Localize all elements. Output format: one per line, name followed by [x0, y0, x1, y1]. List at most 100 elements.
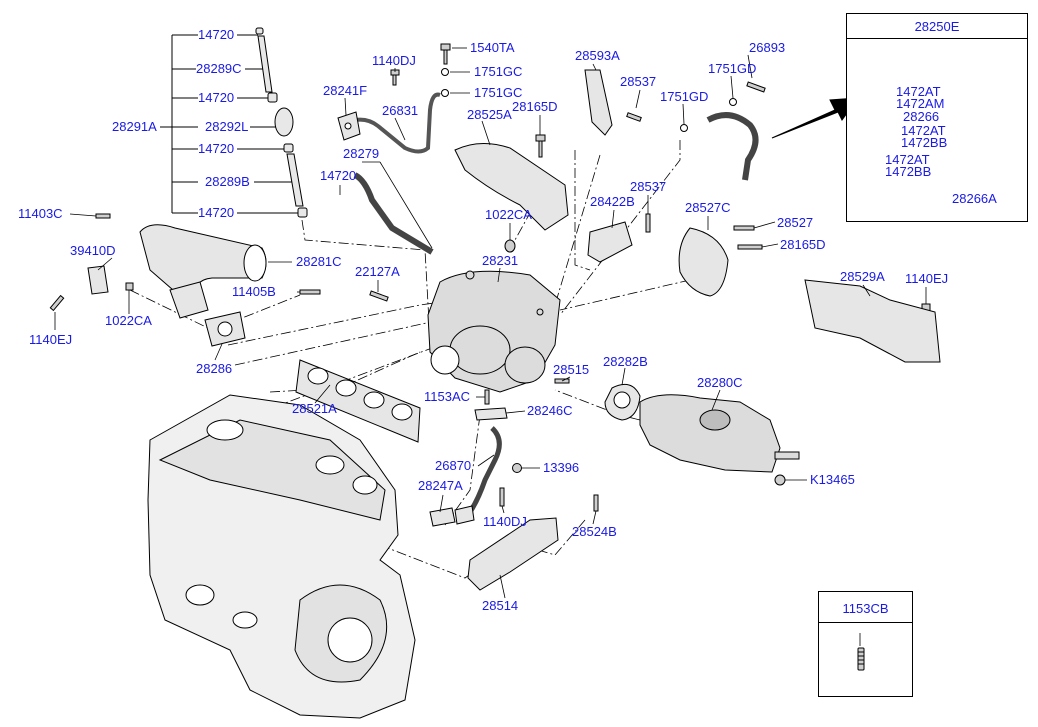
gasket-1022CA-a	[504, 239, 516, 253]
heat-protector-28529A	[804, 279, 941, 363]
part-label-28280C[interactable]: 28280C	[697, 375, 743, 390]
part-label-28527C[interactable]: 28527C	[685, 200, 731, 215]
heat-protector-28525A	[454, 143, 569, 231]
gasket-1022CA-b	[125, 282, 134, 291]
inset-title-1153CB[interactable]: 1153CB	[842, 601, 889, 616]
part-label-1751GC[interactable]: 1751GC	[474, 85, 523, 100]
part-label-1140DJ[interactable]: 1140DJ	[372, 53, 416, 68]
part-label-14720[interactable]: 14720	[198, 27, 235, 42]
inset-box-1153CB: 1153CB	[818, 591, 913, 697]
catalytic-converter-28280C	[639, 394, 781, 473]
part-label-1472AT[interactable]: 1472AT	[896, 84, 941, 99]
gasket-28246C	[474, 407, 508, 421]
part-label-1022CA[interactable]: 1022CA	[485, 207, 532, 222]
gasket-28527C	[678, 227, 729, 297]
gasket-1751GD-b	[680, 124, 688, 132]
part-label-28231[interactable]: 28231	[482, 253, 519, 268]
part-label-28241F[interactable]: 28241F	[323, 83, 368, 98]
stud-22127A	[369, 290, 389, 302]
part-label-28165D[interactable]: 28165D	[780, 237, 826, 252]
oil-feed-pipe-26831	[354, 92, 441, 154]
clamp-14720-c	[283, 143, 294, 153]
gasket-28247A-a	[429, 507, 456, 527]
part-label-1751GD[interactable]: 1751GD	[708, 61, 757, 76]
part-label-K13465[interactable]: K13465	[810, 472, 855, 487]
clamp-14720-d	[297, 207, 308, 218]
part-label-11405B[interactable]: 11405B	[232, 284, 276, 299]
bracket-39410D	[87, 265, 109, 295]
part-label-1472BB[interactable]: 1472BB	[885, 164, 932, 179]
flange-28281C	[169, 281, 209, 319]
part-label-1472AT[interactable]: 1472AT	[901, 123, 946, 138]
part-label-28281C[interactable]: 28281C	[296, 254, 342, 269]
sensor-boss	[774, 451, 800, 460]
clamp-14720-a	[255, 27, 264, 35]
bolt-11403C	[95, 213, 111, 219]
part-label-39410D[interactable]: 39410D	[70, 243, 116, 258]
part-label-1751GC[interactable]: 1751GC	[474, 64, 523, 79]
bolt-28527	[733, 225, 755, 231]
cylinder-head-cover	[158, 419, 386, 521]
bracket-28593A	[584, 69, 613, 136]
part-label-28521A[interactable]: 28521A	[292, 401, 337, 416]
part-label-28279[interactable]: 28279	[343, 146, 380, 161]
part-label-28291A[interactable]: 28291A	[112, 119, 157, 134]
part-label-28246C[interactable]: 28246C	[527, 403, 573, 418]
part-label-1472AT[interactable]: 1472AT	[885, 152, 930, 167]
clamp-14720-b	[267, 92, 278, 103]
part-label-28524B[interactable]: 28524B	[572, 524, 617, 539]
part-label-1140DJ[interactable]: 1140DJ	[483, 514, 527, 529]
part-label-28266A[interactable]: 28266A	[952, 191, 997, 206]
part-label-28515[interactable]: 28515	[553, 362, 590, 377]
part-label-14720[interactable]: 14720	[198, 141, 235, 156]
bracket-28514	[467, 517, 559, 591]
part-label-28247A[interactable]: 28247A	[418, 478, 463, 493]
part-label-28292L[interactable]: 28292L	[205, 119, 249, 134]
inset-box-28250E: 28250E	[846, 13, 1028, 222]
part-label-1140EJ[interactable]: 1140EJ	[29, 332, 73, 347]
part-label-1472AM[interactable]: 1472AM	[896, 96, 945, 111]
bolt-28524B	[593, 494, 599, 512]
inset-title-28250E[interactable]: 28250E	[914, 19, 960, 34]
part-label-28289C[interactable]: 28289C	[196, 61, 242, 76]
gasket-28247A-b	[454, 505, 475, 525]
part-label-1140EJ[interactable]: 1140EJ	[905, 271, 949, 286]
bolt-28165D-b	[737, 244, 763, 250]
part-label-26831[interactable]: 26831	[382, 103, 419, 118]
part-label-1022CA[interactable]: 1022CA	[105, 313, 152, 328]
inset-divider	[819, 622, 912, 623]
part-label-28289B[interactable]: 28289B	[205, 174, 250, 189]
part-label-1751GD[interactable]: 1751GD	[660, 89, 709, 104]
part-label-14720[interactable]: 14720	[198, 90, 235, 105]
part-label-28165D[interactable]: 28165D	[512, 99, 558, 114]
part-label-28527[interactable]: 28527	[777, 215, 814, 230]
part-label-14720[interactable]: 14720	[320, 168, 357, 183]
part-label-1540TA[interactable]: 1540TA	[470, 40, 515, 55]
bolt-11405B	[299, 289, 321, 295]
part-label-11403C[interactable]: 11403C	[18, 206, 63, 221]
part-label-28529A[interactable]: 28529A	[840, 269, 885, 284]
part-label-1153AC[interactable]: 1153AC	[424, 389, 471, 404]
part-label-28266[interactable]: 28266	[903, 109, 940, 124]
part-label-1472BB[interactable]: 1472BB	[901, 135, 948, 150]
bolt-28165D-a	[535, 134, 546, 142]
part-label-26870[interactable]: 26870	[435, 458, 472, 473]
part-label-28525A[interactable]: 28525A	[467, 107, 512, 122]
part-label-28286[interactable]: 28286	[196, 361, 233, 376]
bolt-1140EJ-left	[49, 294, 65, 312]
hose-28279	[353, 172, 434, 255]
part-label-28537[interactable]: 28537	[620, 74, 657, 89]
part-label-14720[interactable]: 14720	[198, 205, 235, 220]
part-label-28514[interactable]: 28514	[482, 598, 519, 613]
part-label-22127A[interactable]: 22127A	[355, 264, 400, 279]
part-label-28422B[interactable]: 28422B	[590, 194, 635, 209]
part-label-28593A[interactable]: 28593A	[575, 48, 620, 63]
part-label-13396[interactable]: 13396	[543, 460, 580, 475]
part-label-26893[interactable]: 26893	[749, 40, 786, 55]
hose-28289B	[286, 153, 304, 207]
part-label-28537[interactable]: 28537	[630, 179, 667, 194]
oil-return-pipe-26870	[467, 426, 502, 514]
bolt-1140DJ-bottom	[499, 487, 505, 507]
part-label-28282B[interactable]: 28282B	[603, 354, 648, 369]
